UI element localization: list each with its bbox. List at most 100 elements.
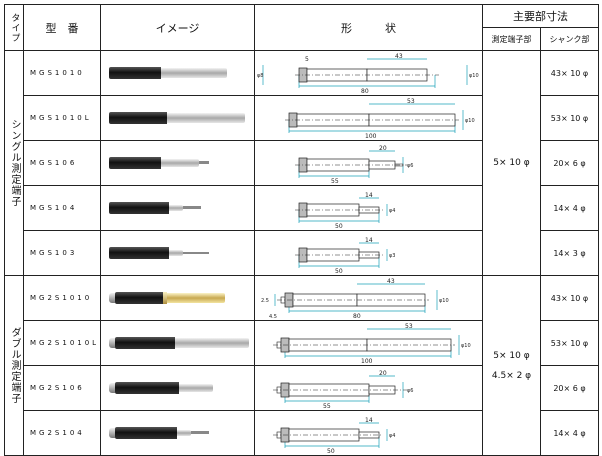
dim-label: φ10 — [469, 73, 479, 79]
product-image — [100, 95, 255, 141]
product-image — [100, 365, 255, 411]
table-row: MG2S106 20 55 φ6 20× 6 φ — [5, 365, 599, 411]
dim-label: 80 — [361, 88, 369, 95]
drawing-mgs103: 14 50 φ3 — [295, 237, 395, 275]
drawing-mg2s106: 20 55 φ6 — [273, 370, 413, 410]
shank-cell: 14× 4 φ — [540, 410, 599, 456]
shank-cell: 14× 4 φ — [540, 185, 599, 231]
header-type: タイプ — [4, 4, 24, 51]
dim-label: φ4 — [389, 208, 395, 214]
model-cell: MG2S1010L — [23, 320, 101, 366]
shape-drawing: 20 55 φ6 — [254, 140, 483, 186]
product-image — [100, 320, 255, 366]
dim-label: 4.5 — [269, 314, 277, 320]
dim-label: 20 — [379, 370, 387, 377]
header-main-dims: 主要部寸法 — [482, 4, 599, 28]
dim-label: φ8 — [257, 73, 263, 79]
shape-drawing: 5 43 80 φ8 φ10 — [254, 50, 483, 96]
shank-cell: 20× 6 φ — [540, 140, 599, 186]
shank-cell: 53× 10 φ — [540, 95, 599, 141]
drawing-mgs1010l: 53 100 φ10 — [285, 98, 475, 140]
table-row: MGS106 20 55 φ6 20× 6 φ — [5, 140, 599, 186]
model-cell: MGS106 — [23, 140, 101, 186]
model-cell: MGS104 — [23, 185, 101, 231]
dim-label: φ6 — [407, 163, 413, 169]
dim-label: 100 — [365, 133, 377, 140]
dim-label: φ10 — [465, 118, 475, 124]
table-row: MGS104 14 50 φ4 14× 4 φ — [5, 185, 599, 231]
model-cell: MG2S104 — [23, 410, 101, 456]
model-cell: MGS1010 — [23, 50, 101, 96]
shape-drawing: 14 50 φ4 — [254, 185, 483, 231]
model-cell: MGS103 — [23, 230, 101, 276]
drawing-mgs104: 14 50 φ4 — [295, 192, 395, 230]
table-row: MGS103 14 50 φ3 14× 3 φ — [5, 230, 599, 276]
group-double: ダブル測定端子 — [4, 275, 24, 456]
product-image — [100, 230, 255, 276]
dim-label: 20 — [379, 145, 387, 152]
shank-cell: 20× 6 φ — [540, 365, 599, 411]
table-row: MGS1010L 53 100 φ10 53× 10 φ — [5, 95, 599, 141]
drawing-mg2s1010: 43 80 2.5 4.5 φ10 — [261, 278, 449, 320]
dim-label: 50 — [327, 448, 335, 455]
dim-label: 53 — [407, 98, 415, 105]
dim-label: 14 — [365, 417, 373, 424]
dim-label: 14 — [365, 192, 373, 199]
dim-label: 43 — [387, 278, 395, 285]
dim-label: φ6 — [407, 388, 413, 394]
header-shank: シャンク部 — [540, 27, 599, 51]
table-row: ダブル測定端子 MG2S1010 43 80 2.5 4.5 φ10 5× 10… — [4, 275, 599, 456]
drawing-mgs1010: 5 43 80 φ8 φ10 — [257, 53, 479, 95]
shape-drawing: 43 80 2.5 4.5 φ10 — [254, 275, 483, 321]
group-single: シングル測定端子 — [4, 50, 24, 276]
dim-label: 50 — [335, 268, 343, 275]
product-image — [100, 410, 255, 456]
measure-end-single: 5× 10 φ — [482, 50, 541, 276]
measure-end-secondary: 4.5× 2 φ — [491, 370, 532, 381]
product-image — [100, 140, 255, 186]
dim-label: 55 — [331, 178, 339, 185]
header-measure-end: 測定端子部 — [482, 27, 541, 51]
dim-label: 100 — [361, 358, 373, 365]
product-image — [100, 185, 255, 231]
shape-drawing: 14 50 φ3 — [254, 230, 483, 276]
dim-label: φ10 — [461, 343, 471, 349]
dim-label: 50 — [335, 223, 343, 230]
shank-cell: 53× 10 φ — [540, 320, 599, 366]
header-model: 型 番 — [23, 4, 101, 51]
drawing-mg2s104: 14 50 φ4 — [273, 417, 395, 455]
model-cell: MGS1010L — [23, 95, 101, 141]
table-row: シングル測定端子 MGS1010 5 43 80 φ8 φ10 5× 10 φ … — [4, 50, 599, 276]
dim-label: φ10 — [439, 298, 449, 304]
dim-label: 43 — [395, 53, 403, 60]
measure-end-double: 5× 10 φ 4.5× 2 φ — [482, 275, 541, 456]
product-image — [100, 50, 255, 96]
dim-label: φ3 — [389, 253, 395, 259]
header-image: イメージ — [100, 4, 255, 51]
shape-drawing: 20 55 φ6 — [254, 365, 483, 411]
product-image — [100, 275, 255, 321]
dim-label: 5 — [305, 56, 309, 63]
dim-label: 53 — [405, 323, 413, 330]
dim-label: 55 — [323, 403, 331, 410]
shape-drawing: 14 50 φ4 — [254, 410, 483, 456]
shape-drawing: 53 100 φ10 — [254, 95, 483, 141]
spec-table: タイプ 型 番 イメージ 形 状 主要部寸法 測定端子部 シャンク部 シングル測… — [4, 4, 599, 456]
shape-drawing: 53 100 φ10 — [254, 320, 483, 366]
dim-label: φ4 — [389, 433, 395, 439]
drawing-mg2s1010l: 53 100 φ10 — [273, 323, 471, 365]
model-cell: MG2S1010 — [23, 275, 101, 321]
dim-label: 80 — [353, 313, 361, 320]
shank-cell: 14× 3 φ — [540, 230, 599, 276]
table-row: MG2S1010L 53 100 φ10 53× 10 φ — [5, 320, 599, 366]
dim-label: 14 — [365, 237, 373, 244]
header-shape: 形 状 — [254, 4, 483, 51]
shank-cell: 43× 10 φ — [540, 50, 599, 96]
drawing-mgs106: 20 55 φ6 — [295, 145, 413, 185]
dim-label: 2.5 — [261, 298, 269, 304]
measure-end-primary: 5× 10 φ — [493, 350, 530, 361]
model-cell: MG2S106 — [23, 365, 101, 411]
table-row: MG2S104 14 50 φ4 14× 4 φ — [5, 410, 599, 456]
shank-cell: 43× 10 φ — [540, 275, 599, 321]
